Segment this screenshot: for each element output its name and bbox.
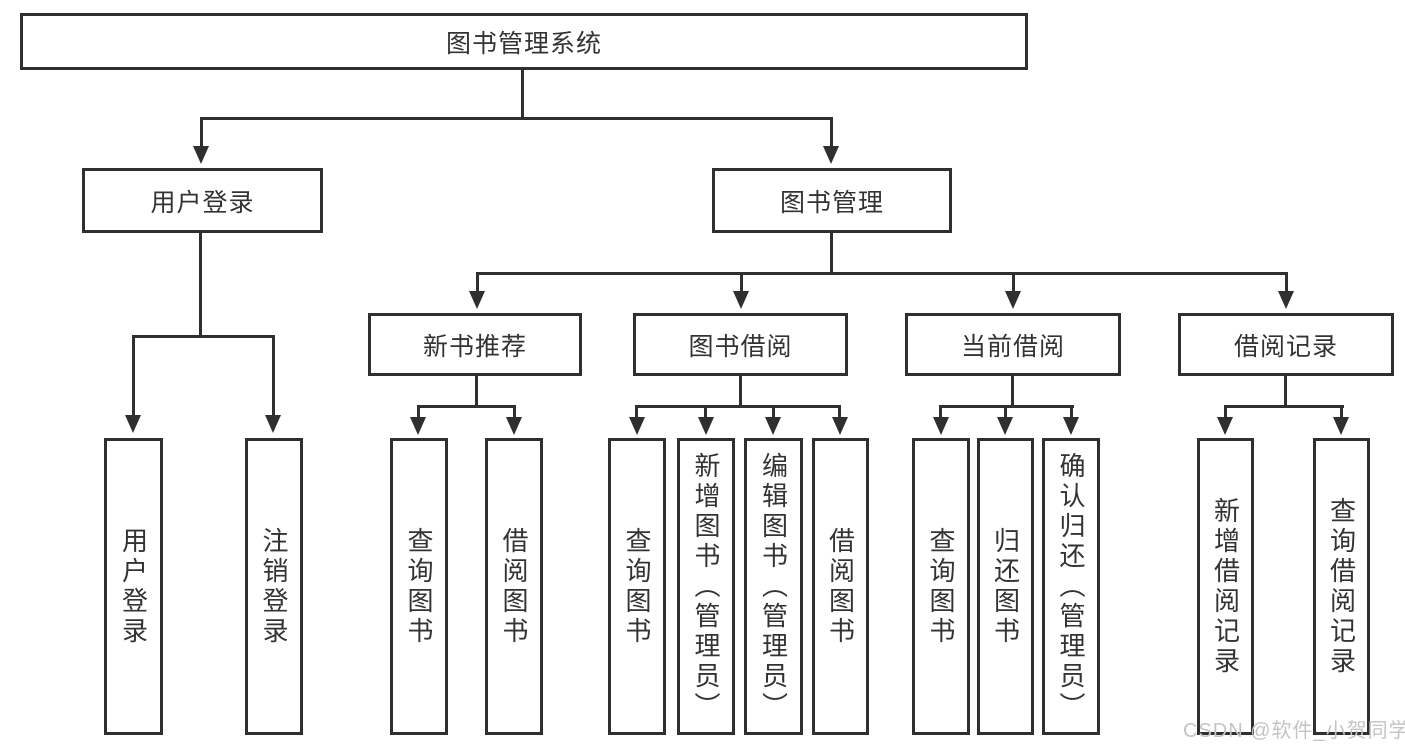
node-leaf-nb-query-books: 查询图书	[390, 438, 448, 735]
node-book-management: 图书管理	[712, 168, 952, 233]
arrow-down-icon	[1333, 417, 1349, 435]
node-current-borrowing: 当前借阅	[905, 313, 1121, 376]
node-leaf-bb-add-books-admin: 新增图书（管理员）	[677, 438, 735, 735]
connector-line	[476, 272, 1288, 275]
connector-line	[475, 376, 478, 408]
connector-line	[838, 405, 841, 419]
node-leaf-bb-query-books: 查询图书	[608, 438, 666, 735]
connector-line	[132, 335, 275, 338]
connector-line	[513, 405, 516, 419]
node-leaf-cb-query-books: 查询图书	[912, 438, 970, 735]
connector-line	[1224, 405, 1344, 408]
node-leaf-br-add-record: 新增借阅记录	[1197, 438, 1254, 735]
node-borrowing-records: 借阅记录	[1178, 313, 1394, 376]
connector-line	[132, 335, 135, 419]
arrow-down-icon	[1217, 417, 1233, 435]
connector-line	[830, 233, 833, 275]
connector-line	[739, 376, 742, 408]
connector-line	[939, 405, 942, 419]
arrow-down-icon	[765, 417, 781, 435]
node-leaf-bb-edit-books-admin: 编辑图书（管理员）	[744, 438, 803, 735]
node-user-login: 用户登录	[82, 168, 323, 233]
node-leaf-bb-borrow-books: 借阅图书	[812, 438, 869, 735]
arrow-down-icon	[506, 417, 522, 435]
arrow-down-icon	[469, 291, 485, 309]
arrow-down-icon	[410, 417, 426, 435]
node-leaf-user-login: 用户登录	[104, 438, 163, 735]
connector-line	[1340, 405, 1343, 419]
connector-line	[417, 405, 420, 419]
arrow-down-icon	[193, 146, 209, 164]
connector-line	[830, 117, 833, 150]
node-root-library-system: 图书管理系统	[20, 13, 1028, 70]
connector-line	[417, 405, 516, 408]
node-leaf-nb-borrow-books: 借阅图书	[485, 438, 543, 735]
connector-line	[1070, 405, 1073, 419]
arrow-down-icon	[265, 415, 281, 433]
node-book-borrowing: 图书借阅	[633, 313, 848, 376]
watermark-text: CSDN @软件_小贺同学	[1183, 720, 1405, 742]
node-new-book-recommend: 新书推荐	[368, 313, 582, 376]
node-leaf-br-query-record: 查询借阅记录	[1313, 438, 1370, 735]
arrow-down-icon	[698, 417, 714, 435]
node-leaf-cb-confirm-return-admin: 确认归还（管理员）	[1042, 438, 1100, 735]
arrow-down-icon	[629, 417, 645, 435]
connector-line	[1011, 376, 1014, 408]
connector-line	[199, 233, 202, 338]
connector-line	[1012, 272, 1015, 294]
connector-line	[1285, 272, 1288, 294]
connector-line	[1284, 376, 1287, 408]
arrow-down-icon	[733, 291, 749, 309]
connector-line	[635, 405, 841, 408]
connector-line	[476, 272, 479, 294]
arrow-down-icon	[997, 417, 1013, 435]
connector-line	[272, 335, 275, 419]
connector-line	[1004, 405, 1007, 419]
connector-line	[704, 405, 707, 419]
connector-line	[200, 117, 203, 150]
connector-line	[200, 117, 833, 120]
connector-line	[772, 405, 775, 419]
arrow-down-icon	[1005, 291, 1021, 309]
connector-line	[635, 405, 638, 419]
arrow-down-icon	[823, 146, 839, 164]
node-leaf-logout: 注销登录	[245, 438, 303, 735]
connector-line	[1224, 405, 1227, 419]
arrow-down-icon	[125, 415, 141, 433]
arrow-down-icon	[1063, 417, 1079, 435]
node-leaf-cb-return-books: 归还图书	[977, 438, 1034, 735]
arrow-down-icon	[832, 417, 848, 435]
connector-line	[521, 69, 524, 120]
arrow-down-icon	[1278, 291, 1294, 309]
connector-line	[740, 272, 743, 294]
arrow-down-icon	[933, 417, 949, 435]
